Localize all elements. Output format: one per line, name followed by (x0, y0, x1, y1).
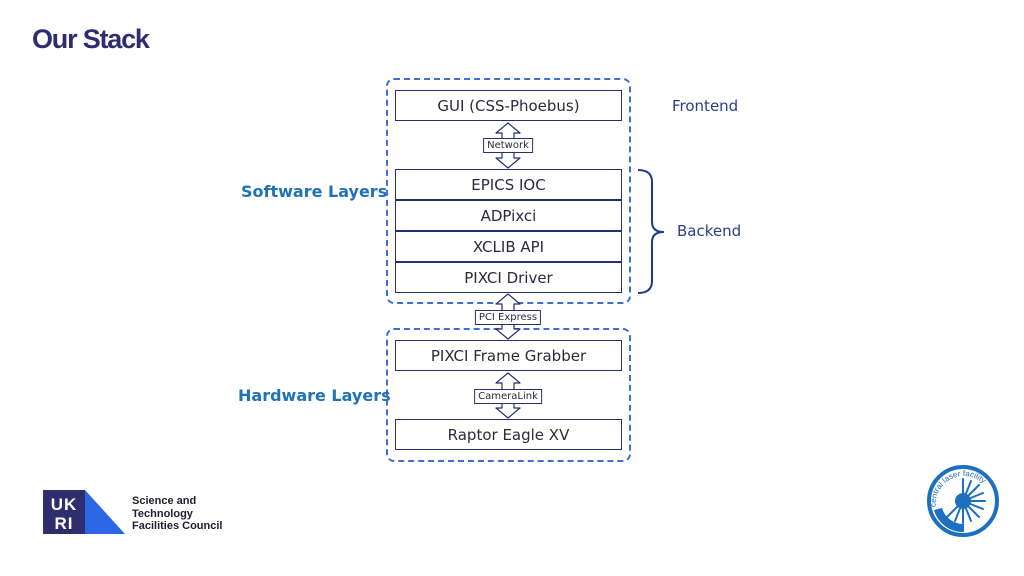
ukri-text-line2: Technology (132, 507, 193, 520)
backend-brace (637, 169, 665, 294)
gui-box: GUI (CSS-Phoebus) (395, 90, 622, 121)
backend-label: Backend (677, 222, 742, 240)
adpixci-box: ADPixci (395, 200, 622, 231)
clf-logo: central laser facility (927, 465, 999, 537)
xclib-api-box: XCLIB API (395, 231, 622, 262)
hardware-layers-label: Hardware Layers (238, 386, 391, 405)
epics-ioc-box: EPICS IOC (395, 169, 622, 200)
slide-title: Our Stack (32, 24, 150, 54)
pixci-driver-box: PIXCI Driver (395, 262, 622, 293)
svg-text:UK: UK (51, 495, 78, 514)
ukri-text-line1: Science and (132, 495, 197, 507)
svg-text:RI: RI (55, 514, 74, 533)
ukri-text-line3: Facilities Council (132, 520, 223, 532)
frontend-label: Frontend (672, 97, 739, 115)
ukri-logo: UK RI (43, 490, 125, 534)
pci-express-label: PCI Express (474, 310, 542, 325)
network-label: Network (483, 138, 533, 153)
cameralink-label: CameraLink (474, 389, 542, 404)
ukri-logo-text: Science and Technology Facilities Counci… (132, 495, 222, 533)
software-layers-label: Software Layers (241, 182, 388, 201)
pixci-frame-grabber-box: PIXCI Frame Grabber (395, 340, 622, 371)
raptor-eagle-xv-box: Raptor Eagle XV (395, 419, 622, 450)
